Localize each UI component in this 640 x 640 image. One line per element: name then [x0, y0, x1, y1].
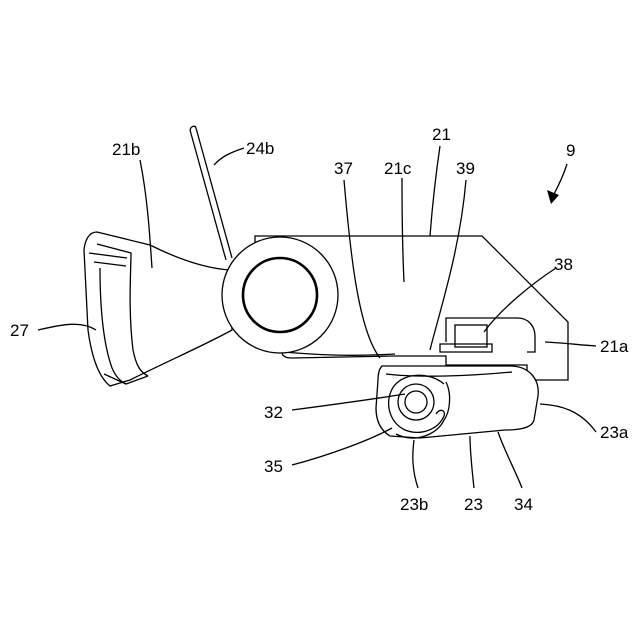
- label-23a: 23a: [600, 423, 629, 442]
- label-39: 39: [456, 159, 475, 178]
- label-21b: 21b: [112, 140, 140, 159]
- leader-34: [498, 432, 522, 488]
- label-37: 37: [334, 159, 353, 178]
- leader-24b: [214, 148, 244, 165]
- label-24b: 24b: [246, 139, 274, 158]
- label-32: 32: [264, 403, 283, 422]
- leader-35: [292, 428, 392, 465]
- arrow-9: [547, 190, 559, 204]
- label-23b: 23b: [400, 495, 428, 514]
- label-21a: 21a: [600, 337, 629, 356]
- label-27: 27: [10, 321, 29, 340]
- label-38: 38: [554, 255, 573, 274]
- rod-24b-tip: [190, 126, 196, 130]
- label-34: 34: [514, 495, 533, 514]
- label-21: 21: [432, 125, 451, 144]
- leader-23a: [540, 404, 596, 432]
- leader-23: [470, 436, 474, 488]
- pivot-boss-outer: [222, 237, 338, 353]
- label-21c: 21c: [384, 159, 412, 178]
- leader-9: [552, 164, 567, 198]
- leader-21: [430, 146, 440, 236]
- leader-23b: [413, 440, 418, 488]
- rod-24b: [190, 128, 232, 260]
- label-9: 9: [566, 141, 575, 160]
- label-35: 35: [264, 457, 283, 476]
- label-23: 23: [464, 495, 483, 514]
